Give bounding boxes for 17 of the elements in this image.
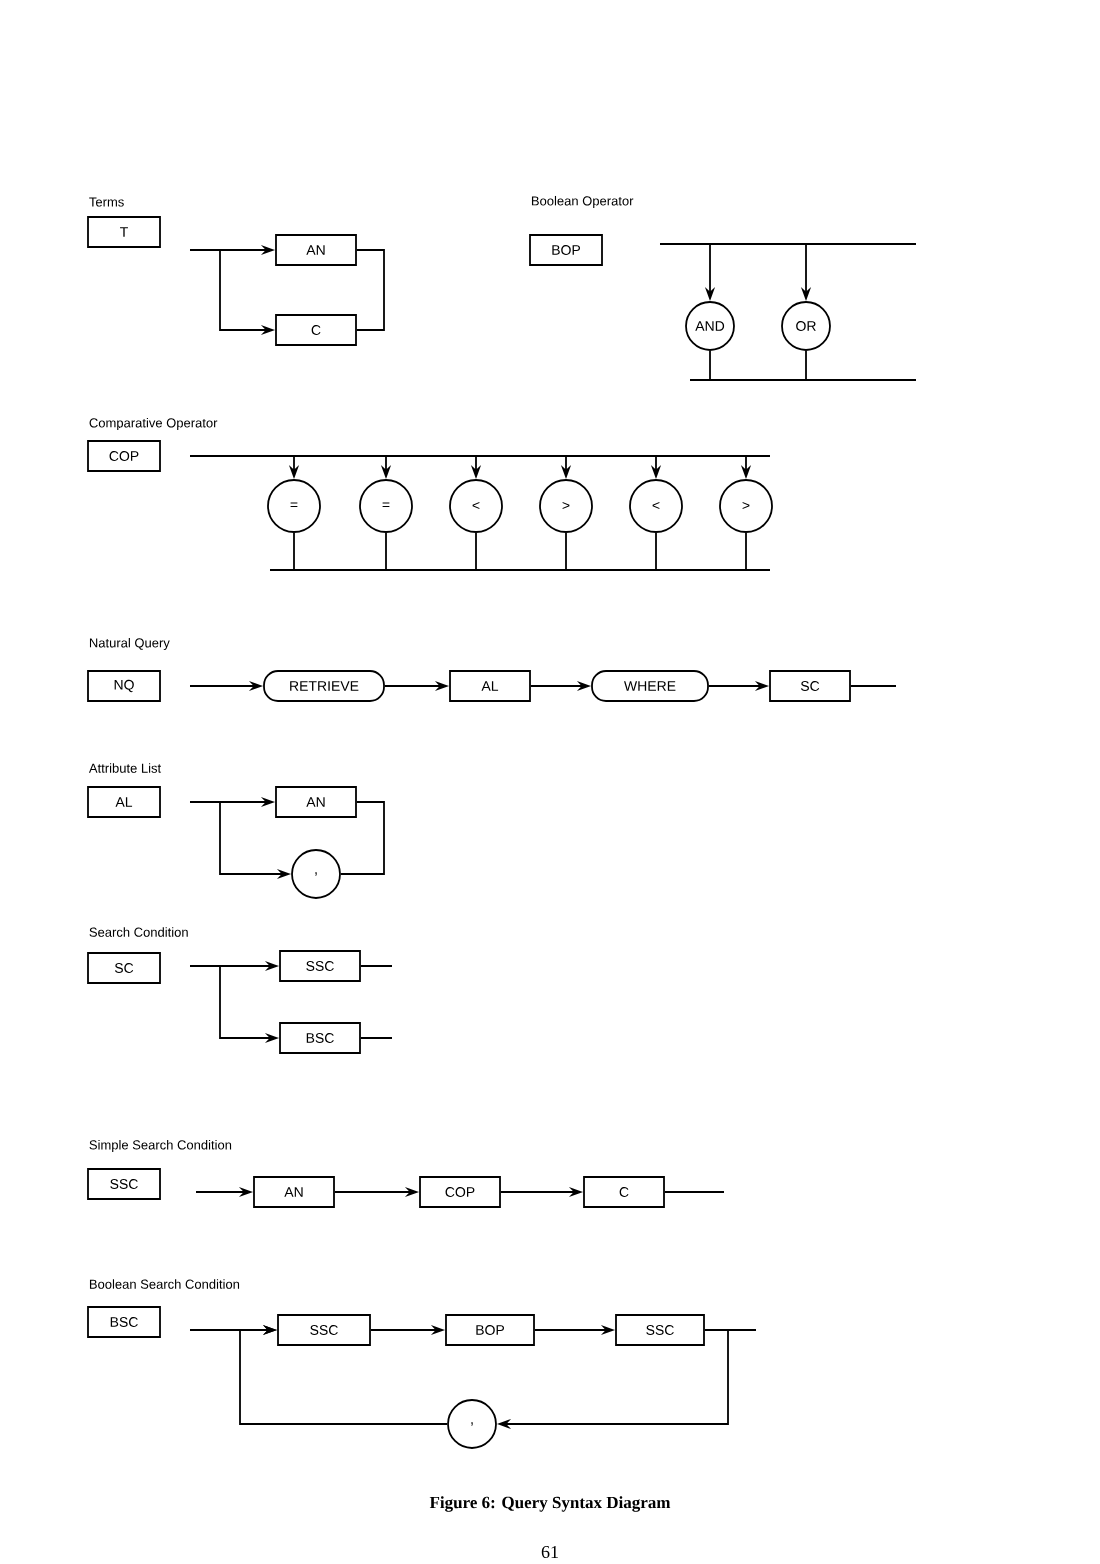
connector-line <box>565 532 567 571</box>
connector-line <box>360 1037 393 1039</box>
arrow <box>239 1324 448 1425</box>
connector-line <box>745 532 747 571</box>
connector-line <box>340 801 385 875</box>
connector-line <box>385 532 387 571</box>
connector-line <box>475 532 477 571</box>
connector-line <box>805 350 807 381</box>
figure-caption: Figure 6: Query Syntax Diagram <box>429 1496 671 1512</box>
connector-line <box>655 532 657 571</box>
connector-line <box>664 1191 725 1193</box>
page-number: 61 <box>541 1545 558 1559</box>
connector-line <box>293 532 295 571</box>
connector-line <box>709 350 711 381</box>
connector-line <box>356 249 385 331</box>
connector-line <box>850 685 897 687</box>
connector-line <box>360 965 393 967</box>
